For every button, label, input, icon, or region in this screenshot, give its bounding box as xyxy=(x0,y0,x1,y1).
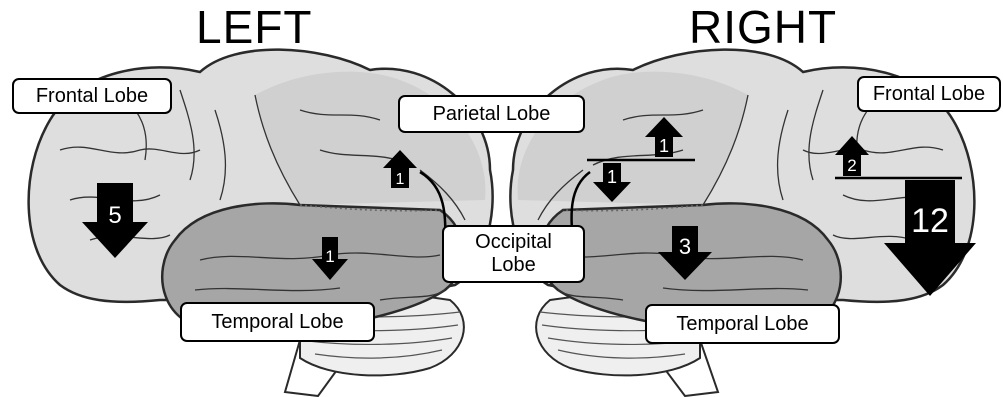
svg-text:1: 1 xyxy=(659,136,669,156)
svg-text:1: 1 xyxy=(396,171,405,188)
svg-text:1: 1 xyxy=(607,167,617,187)
svg-text:2: 2 xyxy=(847,156,856,175)
right-frontal-lobe-label: Frontal Lobe xyxy=(857,76,1001,112)
parietal-lobe-label: Parietal Lobe xyxy=(398,95,585,133)
occipital-lobe-label: Occipital Lobe xyxy=(442,225,585,283)
svg-text:3: 3 xyxy=(679,234,691,259)
svg-text:5: 5 xyxy=(108,202,121,229)
occipital-label-line-1: Occipital xyxy=(475,231,552,254)
svg-text:12: 12 xyxy=(911,202,949,240)
right-title: RIGHT xyxy=(689,4,837,50)
svg-text:1: 1 xyxy=(325,247,334,266)
left-frontal-lobe-label: Frontal Lobe xyxy=(12,78,172,114)
occipital-label-line-2: Lobe xyxy=(491,254,536,277)
left-title: LEFT xyxy=(196,4,312,50)
left-temporal-lobe-label: Temporal Lobe xyxy=(180,302,375,342)
right-temporal-lobe-label: Temporal Lobe xyxy=(645,304,840,344)
